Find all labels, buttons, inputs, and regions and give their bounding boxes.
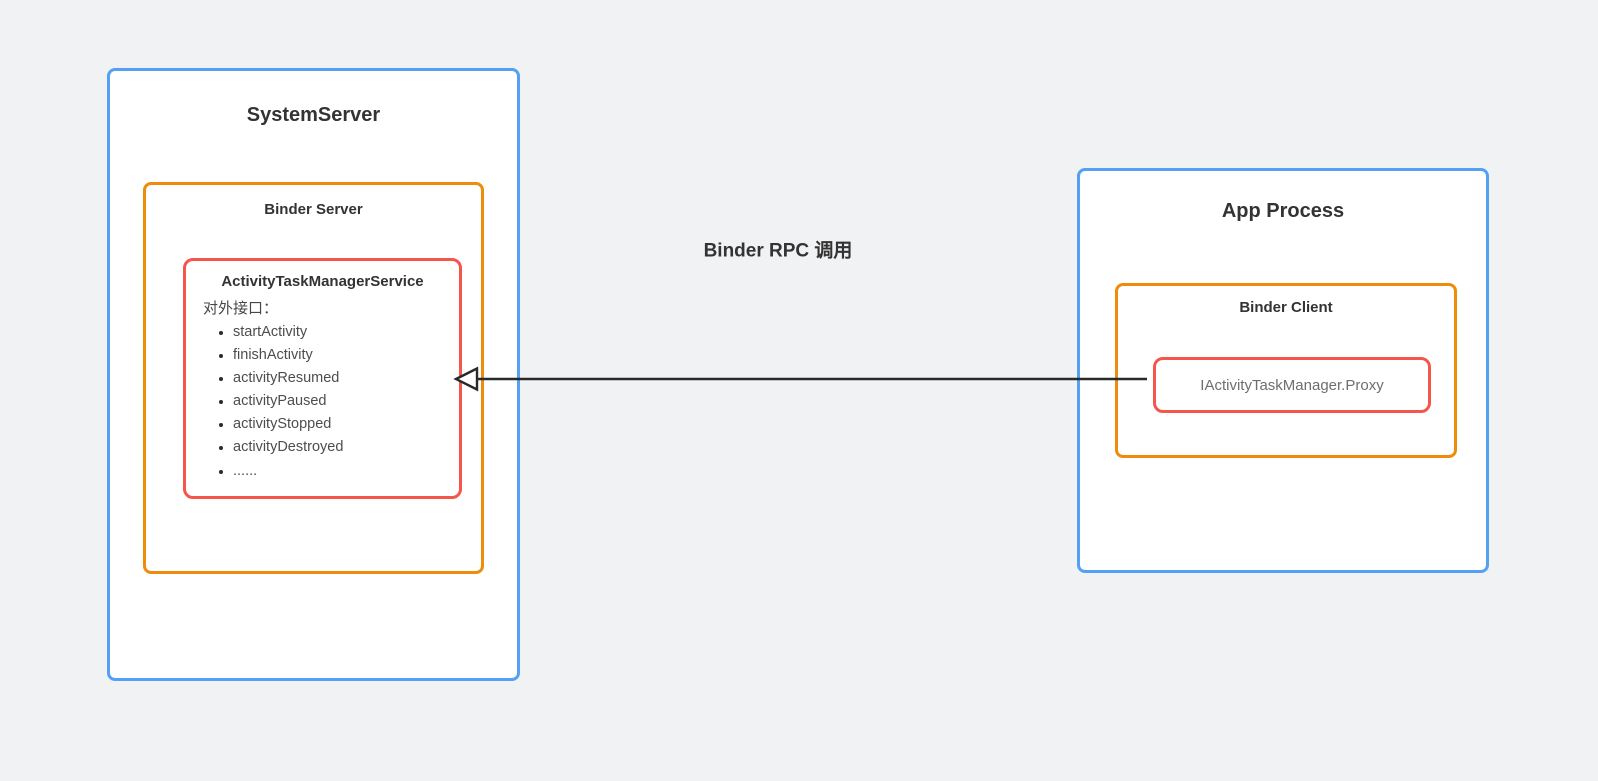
proxy-label: IActivityTaskManager.Proxy <box>1200 376 1384 394</box>
interface-list-item: activityDestroyed <box>233 436 459 459</box>
interface-list-item: activityStopped <box>233 413 459 436</box>
activity-task-manager-service-box: ActivityTaskManagerService 对外接口： startAc… <box>183 258 462 499</box>
interface-list: startActivityfinishActivityactivityResum… <box>186 321 459 483</box>
binder-rpc-label: Binder RPC 调用 <box>703 240 853 262</box>
binder-server-box: Binder Server ActivityTaskManagerService… <box>143 182 484 574</box>
binder-client-title: Binder Client <box>1239 299 1333 316</box>
iactivitytaskmanager-proxy-box: IActivityTaskManager.Proxy <box>1153 357 1431 413</box>
interface-list-item: activityResumed <box>233 367 459 390</box>
binder-client-box: Binder Client IActivityTaskManager.Proxy <box>1115 283 1457 458</box>
external-interfaces-label: 对外接口： <box>203 300 279 317</box>
atms-title: ActivityTaskManagerService <box>221 273 424 290</box>
interface-list-item: ...... <box>233 460 459 483</box>
rpc-arrow-head <box>453 366 479 392</box>
binder-server-title: Binder Server <box>264 201 363 218</box>
system-server-title: SystemServer <box>246 104 381 126</box>
system-server-box: SystemServer Binder Server ActivityTaskM… <box>107 68 520 681</box>
app-process-title: App Process <box>1221 200 1345 222</box>
rpc-arrow <box>453 366 1147 392</box>
interface-list-item: finishActivity <box>233 344 459 367</box>
app-process-box: App Process Binder Client IActivityTaskM… <box>1077 168 1489 573</box>
interface-list-item: activityPaused <box>233 390 459 413</box>
interface-list-item: startActivity <box>233 321 459 344</box>
